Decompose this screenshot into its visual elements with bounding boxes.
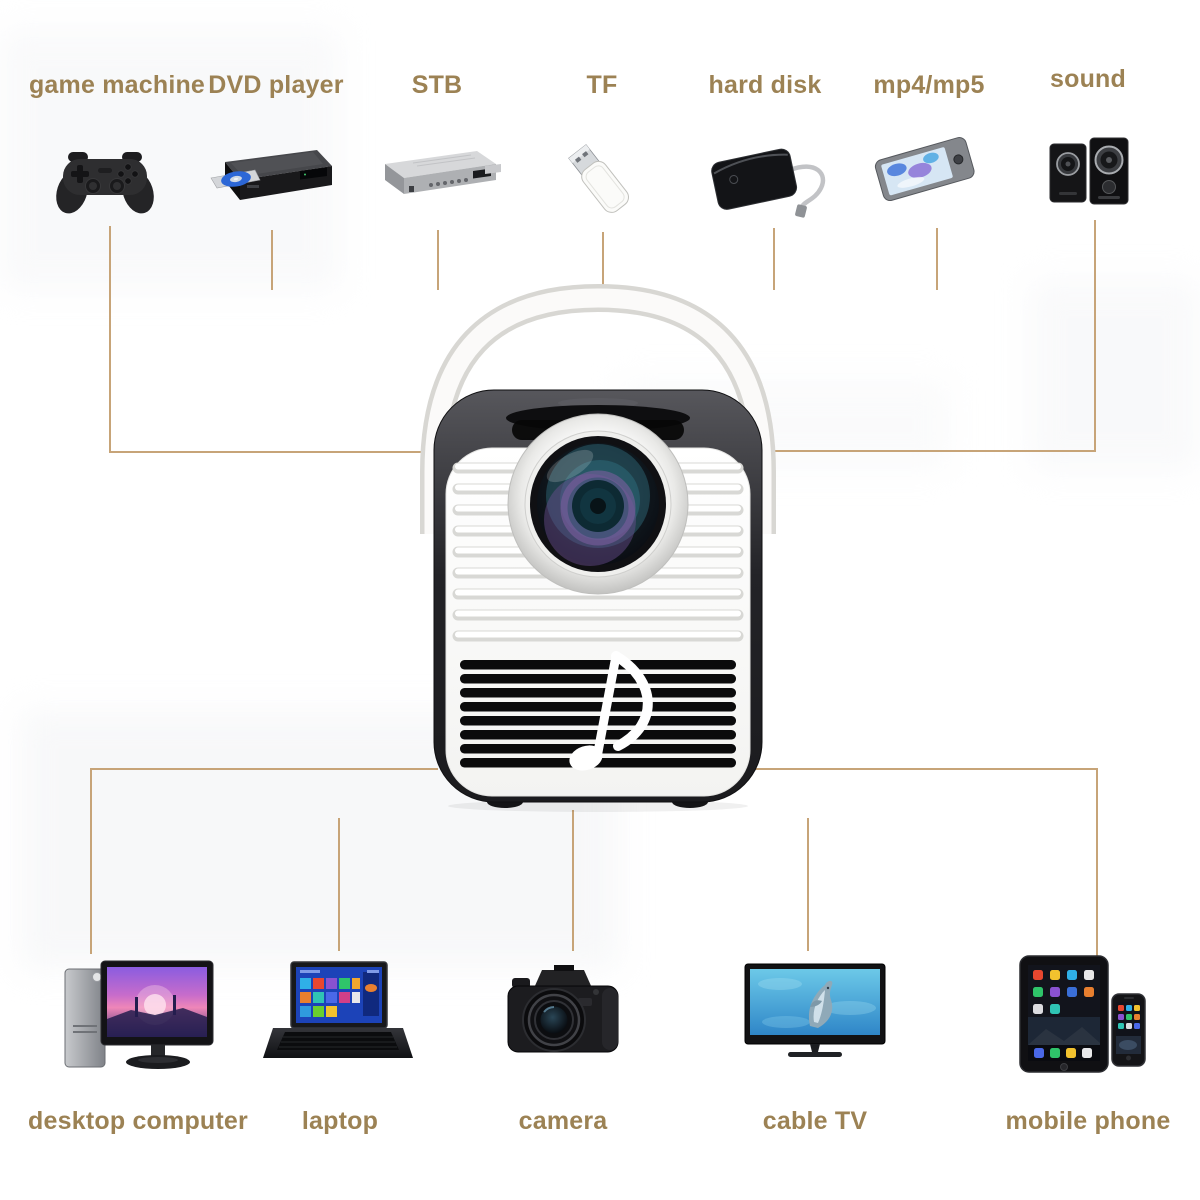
- connector-bottom-right-bus: [748, 768, 1098, 770]
- connector-top-left-bus: [109, 451, 433, 453]
- label-camera: camera: [518, 1107, 608, 1135]
- connector-cable-tv: [807, 818, 809, 951]
- desktop-computer-icon: [64, 960, 214, 1069]
- connector-mp4-mp5: [936, 228, 938, 290]
- set-top-box-icon: [385, 151, 501, 194]
- label-sound: sound: [1050, 65, 1126, 93]
- dvd-player-icon: [210, 150, 332, 200]
- connector-game-machine: [109, 226, 111, 453]
- label-mobile-phone: mobile phone: [1005, 1107, 1171, 1135]
- music-note-icon: [569, 651, 653, 771]
- connector-sound: [1094, 220, 1096, 451]
- laptop-icon: [263, 961, 413, 1058]
- label-hard-disk: hard disk: [708, 71, 822, 99]
- background-panel: [1030, 280, 1200, 470]
- projector-icon: [420, 283, 776, 812]
- label-stb: STB: [411, 71, 463, 99]
- label-cable-tv: cable TV: [762, 1107, 868, 1135]
- connector-laptop: [338, 818, 340, 951]
- connector-dvd-player: [271, 230, 273, 290]
- connector-bottom-left-bus: [90, 768, 438, 770]
- label-tf: TF: [586, 71, 618, 99]
- projector-lens: [507, 413, 689, 595]
- connector-stb: [437, 230, 439, 290]
- label-laptop: laptop: [301, 1107, 379, 1135]
- connector-desktop-computer: [90, 768, 92, 954]
- label-desktop-computer: desktop computer: [28, 1107, 248, 1135]
- hard-disk-icon: [711, 148, 826, 218]
- connector-camera: [572, 810, 574, 951]
- mobile-phone-icon: [1019, 955, 1146, 1073]
- speakers-icon: [1049, 137, 1129, 205]
- cable-tv-icon: [744, 963, 886, 1057]
- connector-top-right-bus: [770, 450, 1096, 452]
- label-game-machine: game machine: [28, 71, 206, 99]
- connector-mobile-phone: [1096, 768, 1098, 964]
- connector-tf: [602, 232, 604, 290]
- media-player-icon: [874, 137, 975, 202]
- game-controller-icon: [56, 152, 154, 214]
- label-dvd-player: DVD player: [208, 71, 344, 99]
- label-mp4-mp5: mp4/mp5: [873, 71, 985, 99]
- camera-icon: [507, 965, 619, 1053]
- connector-hard-disk: [773, 228, 775, 290]
- tf-card-reader-icon: [568, 144, 630, 213]
